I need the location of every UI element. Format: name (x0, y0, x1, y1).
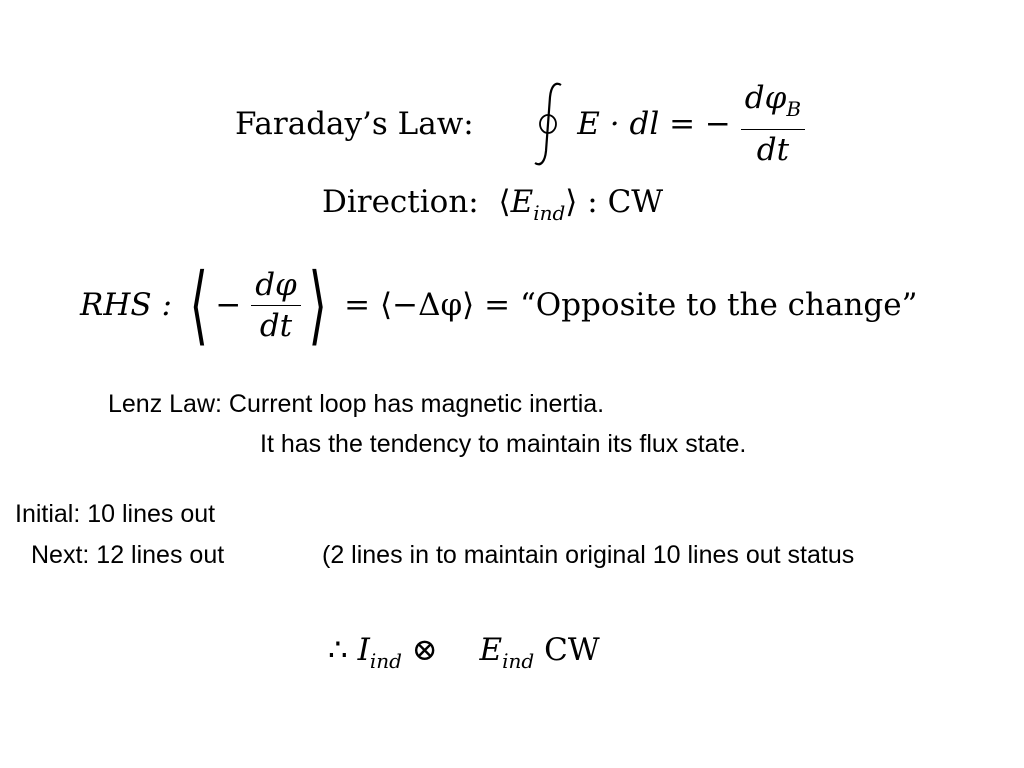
otimes-symbol: ⊗ (411, 632, 438, 668)
conclusion-i-sub: ind (369, 649, 402, 673)
rhs-middle: = ⟨−Δφ⟩ = (344, 287, 511, 323)
conclusion-e-sub: ind (502, 649, 535, 673)
direction-rhs: : CW (587, 184, 664, 220)
faraday-denominator: dt (756, 132, 790, 168)
note-text: (2 lines in to maintain original 10 line… (322, 541, 855, 569)
direction-label: Direction: (322, 184, 479, 220)
conclusion-e: E (479, 632, 503, 668)
lenz-law-line-1: Lenz Law: Current loop has magnetic iner… (108, 390, 605, 418)
rhs-quote: “Opposite to the change” (519, 287, 918, 323)
left-angle-bracket: ⟨ (189, 255, 208, 355)
conclusion-i: I (357, 632, 370, 668)
rhs-equation: RHS : ⟨− dφ dt ⟩ = ⟨−Δφ⟩ = “Opposite to … (80, 255, 918, 355)
lenz-law-line-2: It has the tendency to maintain its flux… (260, 430, 747, 458)
rhs-denominator: dt (259, 307, 293, 344)
conclusion-cw: CW (544, 632, 600, 668)
faraday-lhs: E · dl = − (577, 106, 731, 142)
direction-e-sub: ind (533, 201, 566, 225)
contour-integral-icon (531, 81, 567, 167)
conclusion-equation: ∴ Iind ⊗ Eind CW (328, 632, 600, 673)
faraday-label: Faraday’s Law: (235, 106, 474, 142)
direction-e: E (510, 184, 534, 220)
faraday-numerator: dφ (744, 80, 787, 116)
initial-text: Initial: 10 lines out (15, 500, 216, 528)
faraday-law-equation: Faraday’s Law: E · dl = − dφB dt (235, 78, 806, 170)
therefore-symbol: ∴ (328, 632, 348, 668)
direction-equation: Direction: ⟨Eind⟩ : CW (322, 184, 664, 225)
next-text: Next: 12 lines out (31, 541, 225, 569)
faraday-numerator-sub: B (786, 97, 802, 121)
faraday-fraction: dφB dt (740, 78, 806, 170)
rhs-numerator: dφ (255, 266, 297, 303)
rhs-fraction: dφ dt (251, 265, 301, 346)
right-angle-bracket: ⟩ (308, 255, 327, 355)
rhs-label: RHS : (80, 287, 172, 323)
